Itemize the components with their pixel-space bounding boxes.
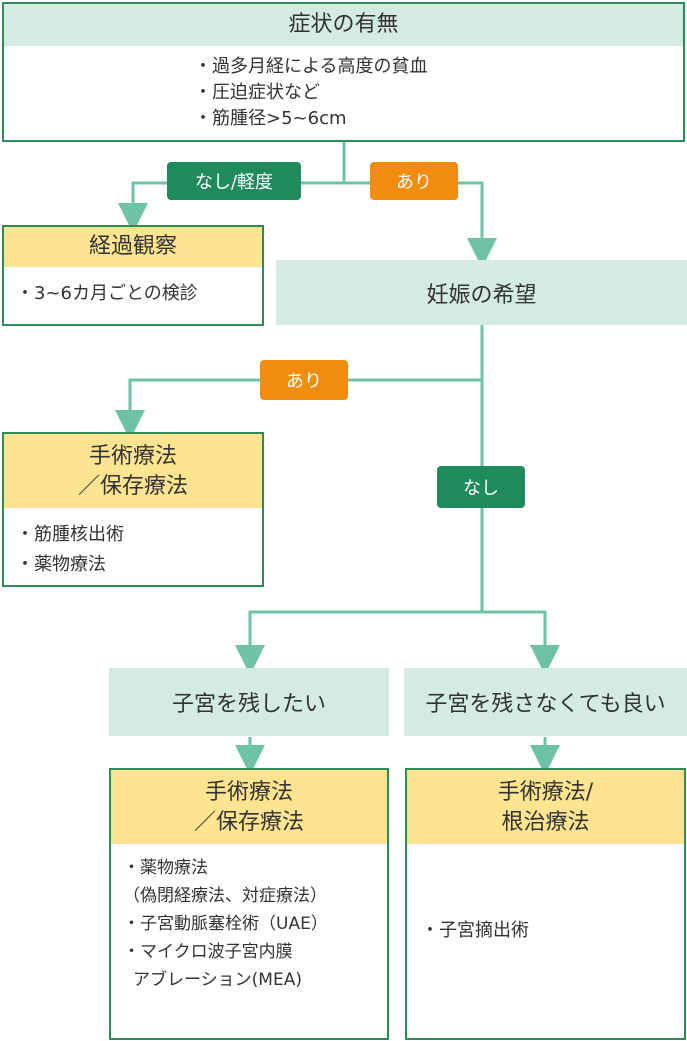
connector-split-left: [235, 610, 482, 675]
keep-uterus-node: 子宮を残したい: [109, 668, 389, 736]
symptoms-list: ・過多月経による高度の貧血 ・圧迫症状など ・筋腫径>5~6cm: [4, 46, 683, 132]
conservative-title: 手術療法 ／保存療法: [4, 434, 262, 508]
radical-treatment-title-line2: 根治療法: [501, 810, 590, 835]
conservative-list: ・筋腫核出術 ・薬物療法: [4, 508, 262, 580]
symptoms-box: 症状の有無 ・過多月経による高度の貧血 ・圧迫症状など ・筋腫径>5~6cm: [2, 2, 685, 142]
list-item: （偽閉経療法、対症療法）: [123, 886, 327, 906]
list-item: アブレーション(MEA): [133, 970, 302, 990]
list-item: ・マイクロ波子宮内膜: [123, 942, 293, 962]
list-item: ・筋腫径>5~6cm: [194, 108, 347, 129]
label-no-pregnancy: なし: [437, 466, 525, 508]
keep-treatment-title-line2: ／保存療法: [193, 810, 304, 835]
connector-to-conservative: [115, 378, 482, 440]
conservative-title-line2: ／保存療法: [77, 474, 188, 499]
radical-treatment-list: ・子宮摘出術: [407, 844, 684, 944]
conservative-treatment-box: 手術療法 ／保存療法 ・筋腫核出術 ・薬物療法: [2, 432, 264, 587]
radical-treatment-box: 手術療法/ 根治療法 ・子宮摘出術: [405, 768, 686, 1040]
observation-box: 経過観察 ・3~6カ月ごとの検診: [2, 225, 264, 326]
list-item: ・子宮摘出術: [421, 920, 529, 941]
radical-treatment-title-line1: 手術療法/: [497, 780, 594, 805]
list-item: ・3~6カ月ごとの検診: [16, 283, 198, 304]
label-none-mild: なし/軽度: [167, 162, 301, 200]
connector-split-right: [482, 610, 560, 675]
label-yes-symptoms: あり: [370, 162, 458, 200]
keep-treatment-title-line1: 手術療法: [204, 780, 293, 805]
pregnancy-wish-node: 妊娠の希望: [276, 260, 687, 325]
keep-treatment-title: 手術療法 ／保存療法: [111, 770, 387, 844]
keep-uterus-treatment-box: 手術療法 ／保存療法 ・薬物療法 （偽閉経療法、対症療法） ・子宮動脈塞栓術（U…: [109, 768, 389, 1040]
list-item: ・筋腫核出術: [16, 524, 124, 545]
list-item: ・子宮動脈塞栓術（UAE）: [123, 914, 328, 934]
list-item: ・過多月経による高度の貧血: [194, 56, 428, 77]
observation-list: ・3~6カ月ごとの検診: [4, 267, 262, 307]
no-keep-uterus-node: 子宮を残さなくても良い: [404, 668, 687, 736]
radical-treatment-title: 手術療法/ 根治療法: [407, 770, 684, 844]
label-yes-pregnancy: あり: [260, 360, 348, 400]
symptoms-title: 症状の有無: [4, 4, 683, 46]
list-item: ・圧迫症状など: [194, 82, 320, 103]
list-item: ・薬物療法: [123, 858, 208, 878]
observation-title: 経過観察: [4, 227, 262, 267]
keep-treatment-list: ・薬物療法 （偽閉経療法、対症療法） ・子宮動脈塞栓術（UAE） ・マイクロ波子…: [111, 844, 387, 994]
list-item: ・薬物療法: [16, 554, 106, 575]
conservative-title-line1: 手術療法: [88, 444, 177, 469]
